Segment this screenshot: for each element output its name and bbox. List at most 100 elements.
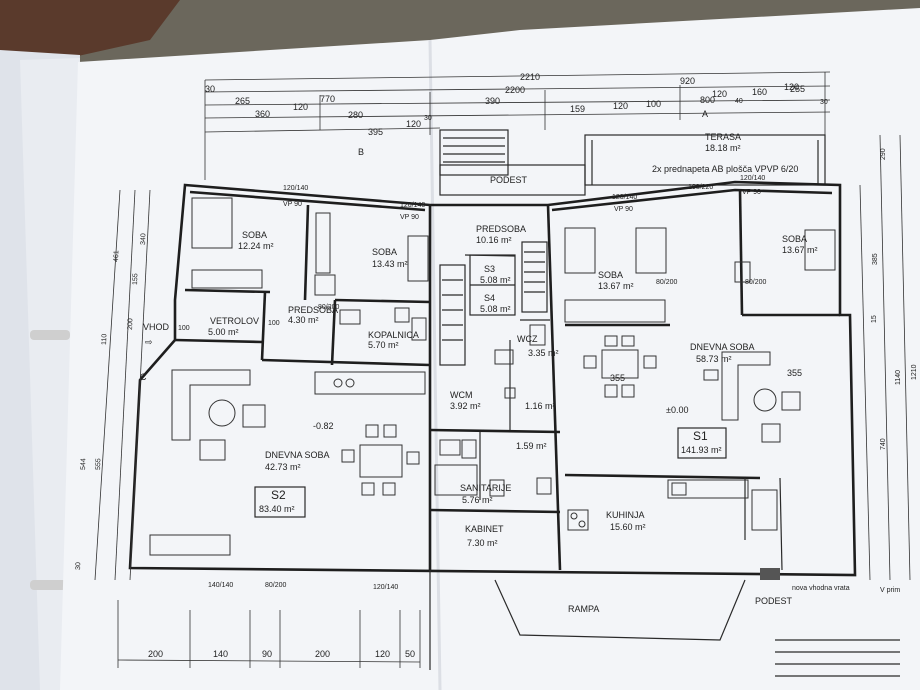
unit-s1-name: S1: [693, 429, 708, 443]
dim-120-top-2: 120: [784, 82, 799, 92]
room-kabinet-area: 7.30 m²: [467, 538, 498, 548]
room-dnevna-1-name: DNEVNA SOBA: [265, 450, 330, 460]
dim-bottom-200b: 200: [315, 649, 330, 659]
dim-bottom-200a: 200: [148, 649, 163, 659]
dim-right-290: 290: [880, 148, 887, 160]
dim-395: 395: [368, 127, 383, 137]
room-soba-2-area: 13.43 m²: [372, 259, 408, 269]
room-soba-2-name: SOBA: [372, 247, 397, 257]
unit-s2-name: S2: [271, 488, 286, 502]
binder-ring-2: [30, 580, 70, 590]
right-furniture: [564, 227, 836, 580]
dim-120-c: 120: [613, 101, 628, 111]
dim-800: 800: [700, 95, 715, 105]
left-dimension-lines: [94, 189, 151, 581]
dim-left-544: 544: [80, 458, 87, 470]
room-dnevna-2-name: DNEVNA SOBA: [690, 342, 755, 352]
window-tag-11: 80/200: [265, 582, 287, 589]
dim-30-right: 30: [820, 99, 828, 106]
door-tag-1: 80/200: [318, 304, 340, 311]
axis-a: A: [702, 109, 708, 119]
dim-100: 100: [646, 99, 661, 109]
dim-right-15: 15: [871, 315, 878, 323]
window-tag-2: VP 90: [283, 201, 302, 208]
room-dnevna-2-area: 58.73 m²: [696, 354, 732, 364]
podest-label: PODEST: [490, 175, 528, 185]
dim-left-200: 200: [127, 318, 134, 330]
right-dimension-lines: [859, 134, 911, 581]
window-tag-3: 120/140: [400, 202, 425, 209]
room-soba-3-area: 13.67 m²: [598, 281, 634, 291]
dim-280: 280: [348, 110, 363, 120]
unit-s1-area: 141.93 m²: [681, 445, 722, 455]
dim-bottom-50: 50: [405, 649, 415, 659]
dim-160: 160: [752, 87, 767, 97]
dim-355-1: 355: [610, 373, 625, 383]
dim-left-555: 555: [95, 458, 102, 470]
dim-right-385: 385: [872, 253, 879, 265]
section-c-marker: C: [140, 372, 147, 382]
dim-right-1140: 1140: [895, 370, 902, 385]
window-tag-5: 120/140: [612, 194, 637, 201]
room-dnevna-1-area: 42.73 m²: [265, 462, 301, 472]
room-wcz-name: WCZ: [517, 334, 538, 344]
ramp: [429, 570, 746, 670]
level-marker-2: ±0.00: [666, 405, 688, 415]
dim-40: 40: [735, 98, 743, 105]
dim-360: 360: [255, 109, 270, 119]
paper-sheet: [60, 8, 920, 690]
dim-120-top: 120: [712, 89, 727, 99]
podest-label-bottom: PODEST: [755, 596, 793, 606]
room-wcm-name: WCM: [450, 390, 473, 400]
dim-30-left: 30: [205, 84, 215, 94]
dim-right-1210: 1210: [911, 364, 918, 380]
window-tag-10: 140/140: [208, 582, 233, 589]
room-soba-3-name: SOBA: [598, 270, 623, 280]
v-prim-note: V prim: [880, 587, 900, 594]
dim-30-mid: 30: [424, 115, 432, 122]
step-hatch: [760, 568, 780, 580]
stairs-top: [439, 129, 509, 176]
vhod-label: VHOD: [143, 322, 170, 332]
room-kopalnica-name: KOPALNICA: [368, 330, 419, 340]
dim-bottom-120: 120: [375, 649, 390, 659]
paper-fold: [428, 39, 442, 690]
dim-left-155: 155: [132, 273, 139, 285]
terasa-label: TERASA: [705, 132, 741, 142]
room-sanitarije-name: SANITARIJE: [460, 483, 511, 493]
room-s3-area: 5.08 m²: [480, 275, 511, 285]
room-s4-name: S4: [484, 293, 495, 303]
middle-fixtures: [434, 324, 552, 497]
room-s3-name: S3: [484, 264, 495, 274]
left-furniture: [149, 197, 429, 556]
dim-left-340: 340: [140, 233, 147, 245]
room-vetrolov-name: VETROLOV: [210, 316, 259, 326]
dim-770: 770: [320, 94, 335, 104]
rampa-label: RAMPA: [568, 604, 599, 614]
room-soba-4-name: SOBA: [782, 234, 807, 244]
room-soba-1-name: SOBA: [242, 230, 267, 240]
dim-left-110: 110: [101, 334, 108, 346]
room-kuhinja-area: 15.60 m²: [610, 522, 646, 532]
dim-255: 255: [790, 84, 805, 94]
dim-355-2: 355: [787, 368, 802, 378]
room-kabinet-name: KABINET: [465, 524, 504, 534]
room-predsoba-2-area: 10.16 m²: [476, 235, 512, 245]
window-tag-1: 120/140: [283, 185, 308, 192]
dim-2210: 2210: [520, 72, 540, 82]
binder-ring: [30, 330, 70, 340]
stairs-bottom-right: [775, 639, 900, 677]
door-tag-2: 80/200: [656, 279, 678, 286]
room-kuhinja-name: KUHINJA: [606, 510, 645, 520]
vhod-arrow: ⇨: [145, 337, 153, 347]
unit-s1-box: [677, 427, 727, 459]
room-wcz-area: 3.35 m²: [528, 348, 559, 358]
dim-120-a: 120: [293, 102, 308, 112]
window-tag-7: 100/220: [688, 184, 713, 191]
room-wcm-area: 3.92 m²: [450, 401, 481, 411]
terasa-note: 2x prednapeta AB plošča VPVP 6/20: [652, 164, 798, 174]
dim-left-461: 461: [113, 250, 120, 262]
dim-100-1: 100: [178, 325, 190, 332]
dim-right-740: 740: [880, 438, 887, 450]
